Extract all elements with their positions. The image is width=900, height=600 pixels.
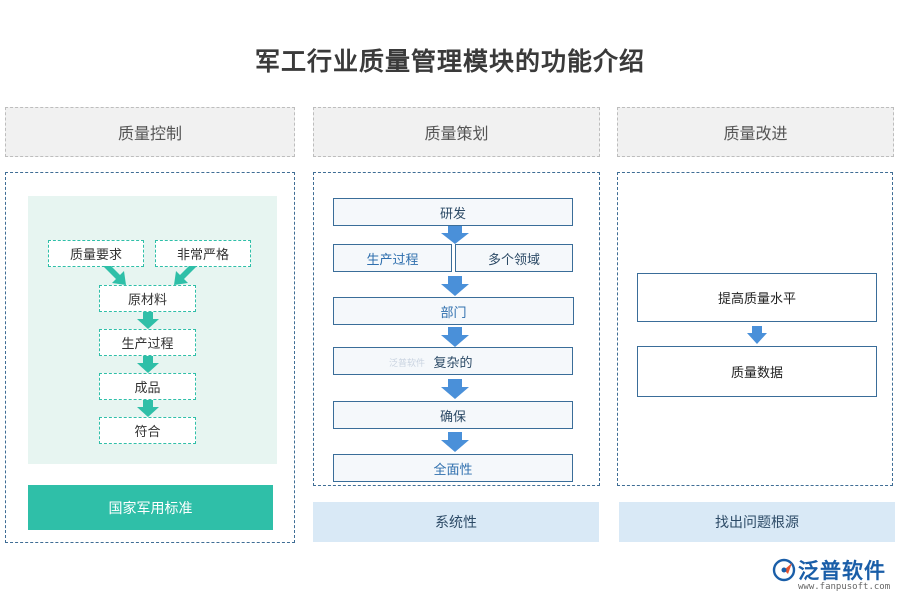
- node-finished-product: 成品: [99, 373, 196, 400]
- fanpu-logo-icon: [772, 558, 796, 582]
- panel-quality-planning: [313, 172, 600, 486]
- footer-find-root-cause: 找出问题根源: [619, 502, 895, 542]
- node-ensure: 确保: [333, 401, 573, 429]
- page-title: 军工行业质量管理模块的功能介绍: [254, 47, 645, 76]
- header-label: 质量策划: [424, 124, 489, 143]
- node-raw-material: 原材料: [99, 285, 196, 312]
- header-quality-planning: 质量策划: [313, 107, 600, 157]
- node-comprehensiveness: 全面性: [333, 454, 573, 482]
- down-arrow-icon: [441, 379, 469, 399]
- watermark-text: 泛普软件: [389, 359, 426, 369]
- node-quality-requirement: 质量要求: [48, 240, 144, 267]
- down-arrow-icon: [137, 400, 159, 417]
- node-production-process: 生产过程: [333, 244, 452, 272]
- down-arrow-icon: [137, 312, 159, 329]
- footer-national-military-standard: 国家军用标准: [28, 485, 273, 530]
- footer-systematic: 系统性: [313, 502, 599, 542]
- node-department: 部门: [333, 297, 574, 325]
- down-arrow-icon: [441, 276, 469, 296]
- down-arrow-icon: [441, 327, 469, 347]
- brand-url: www.fanpusoft.com: [798, 582, 891, 592]
- header-label: 质量改进: [723, 124, 788, 143]
- brand-logo: 泛普软件 www.fanpusoft.com: [772, 555, 892, 595]
- down-arrow-icon: [441, 432, 469, 452]
- node-research-development: 研发: [333, 198, 573, 226]
- down-arrow-icon: [441, 226, 469, 244]
- node-multiple-fields: 多个领域: [455, 244, 573, 272]
- node-very-strict: 非常严格: [155, 240, 251, 267]
- panel-quality-improvement: [617, 172, 893, 486]
- panel-quality-control: [5, 172, 295, 543]
- node-conform: 符合: [99, 417, 196, 444]
- header-quality-improvement: 质量改进: [617, 107, 894, 157]
- node-improve-quality-level: 提高质量水平: [637, 273, 877, 322]
- node-complex: 复杂的: [333, 347, 573, 375]
- node-quality-data: 质量数据: [637, 346, 877, 397]
- down-arrow-icon: [747, 326, 767, 344]
- node-production-process: 生产过程: [99, 329, 196, 356]
- merge-arrows-icon: [103, 266, 197, 285]
- header-label: 质量控制: [117, 124, 182, 143]
- down-arrow-icon: [137, 356, 159, 373]
- brand-name: 泛普软件: [798, 559, 886, 583]
- header-quality-control: 质量控制: [5, 107, 295, 157]
